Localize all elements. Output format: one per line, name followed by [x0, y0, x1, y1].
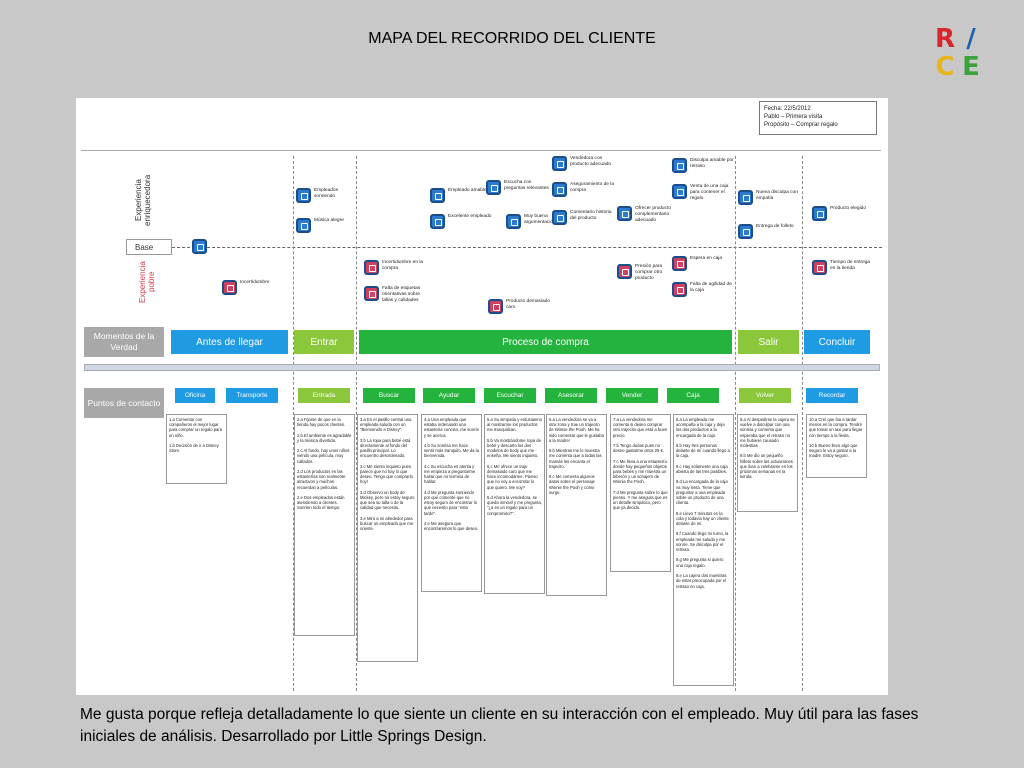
phase-salir: Salir [738, 330, 799, 354]
moment-label: Disculpa amable por retraso [690, 158, 734, 169]
axis-label-rich: Experiencia enriquecedora [134, 174, 152, 226]
moment-label: Incertidumbre [240, 280, 270, 285]
negative-moment-icon [364, 260, 379, 275]
positive-moment-icon [672, 158, 687, 173]
moment-label: Espera en caja [690, 256, 722, 261]
touchpoint-vender: Vender [606, 388, 658, 403]
moment-label: Empleados sonriendo [314, 188, 338, 199]
positive-moment-icon [296, 188, 311, 203]
note-asesorar: 6.a La vendedora se va a otra zona y tra… [546, 414, 607, 596]
moment-label: Presión para comprar otro producto [635, 264, 663, 281]
positive-moment-icon [192, 239, 207, 254]
positive-moment-icon [506, 214, 521, 229]
note-concluir: 10.a Creí que iba a tardar menos en la c… [806, 414, 867, 478]
touchpoint-transporte: Transporte [226, 388, 278, 403]
note-salir: 9.a Al despedirse la cajera se vuelve a … [737, 414, 798, 512]
moment-label: Falta de etiquetas orientativas sobre ta… [382, 286, 421, 303]
moment-label: Incertidumbre en la compra [382, 260, 424, 271]
moment-label: Producto demasiado caro [506, 299, 550, 310]
moment-label: Escucha con preguntas relevantes [504, 180, 549, 191]
touchpoint-caja: Caja [667, 388, 719, 403]
negative-moment-icon [812, 260, 827, 275]
positive-moment-icon [552, 156, 567, 171]
map-header: Fecha: 22/5/2012 Pablo – Primera visita … [759, 101, 877, 135]
row-label-touchpoints: Puntos de contacto [84, 388, 164, 418]
moment-label: Entrega de folleto [756, 224, 794, 229]
moment-label: Venta de una caja para contener el regal… [690, 184, 729, 201]
moment-label: Muy buena argumentación [524, 214, 556, 225]
moment-label: Comentario historia del producto [570, 210, 612, 221]
axis-label-base: Base [126, 239, 172, 255]
section-divider [84, 364, 880, 371]
note-ayudar: 4.a Una empleada que estaba ordenando un… [421, 414, 482, 592]
note-escuchar: 5.a Su simpatía y entusiasmo al mostrarm… [484, 414, 545, 594]
phase-proceso: Proceso de compra [359, 330, 732, 354]
header-persona: Pablo – Primera visita [764, 114, 823, 120]
positive-moment-icon [738, 224, 753, 239]
moment-label: Vendedora con producto adecuado [570, 156, 612, 167]
touchpoint-volver: Volver [739, 388, 791, 403]
phase-separator [802, 156, 803, 691]
moment-label: Tiempo de entrega en la tienda [830, 260, 871, 271]
touchpoint-asesorar: Asesorar [545, 388, 597, 403]
logo-letter: E [962, 52, 980, 82]
logo-letter: / [966, 24, 976, 54]
header-date: Fecha: 22/5/2012 [764, 106, 811, 112]
moment-label: Ofrecer producto complementario adecuado [635, 206, 671, 223]
phase-entrar: Entrar [294, 330, 354, 354]
phase-concluir: Concluir [804, 330, 870, 354]
moment-label: Aseguramiento de la compra [570, 182, 614, 193]
negative-moment-icon [672, 282, 687, 297]
logo-letter: C [935, 52, 955, 82]
positive-moment-icon [552, 182, 567, 197]
positive-moment-icon [672, 184, 687, 199]
negative-moment-icon [222, 280, 237, 295]
note-buscar: 3.a En el pasillo central una empleada s… [357, 414, 418, 662]
journey-map: Fecha: 22/5/2012 Pablo – Primera visita … [76, 98, 888, 695]
positive-moment-icon [552, 210, 567, 225]
touchpoint-oficina: Oficina [175, 388, 215, 403]
phase-separator [293, 156, 294, 691]
positive-moment-icon [430, 214, 445, 229]
moment-label: Nueva disculpa con empatía [756, 190, 798, 201]
moment-label: Música alegre [314, 218, 344, 223]
slide-caption: Me gusta porque refleja detalladamente l… [80, 706, 919, 745]
negative-moment-icon [364, 286, 379, 301]
touchpoint-recordar: Recordar [806, 388, 858, 403]
negative-moment-icon [672, 256, 687, 271]
positive-moment-icon [296, 218, 311, 233]
top-rule [81, 150, 881, 151]
negative-moment-icon [617, 264, 632, 279]
note-caja: 8.a La empleada me acompaña a la caja y … [673, 414, 734, 686]
phase-antes: Antes de llegar [171, 330, 288, 354]
slide-title: MAPA DEL RECORRIDO DEL CLIENTE [368, 30, 656, 47]
header-purpose: Propósito – Comprar regalo [764, 122, 838, 128]
touchpoint-escuchar: Escuchar [484, 388, 536, 403]
touchpoint-buscar: Buscar [363, 388, 415, 403]
moment-label: Falta de agilidad de la caja [690, 282, 732, 293]
positive-moment-icon [486, 180, 501, 195]
phase-separator [735, 156, 736, 691]
moment-label: Empleado amable [448, 188, 487, 193]
moment-label: Producto elegido [830, 206, 867, 211]
base-line [172, 247, 882, 248]
touchpoint-entrada: Entrada [298, 388, 350, 403]
note-antes: 1.a Comentar con compañeros el mejor lug… [166, 414, 227, 484]
positive-moment-icon [430, 188, 445, 203]
positive-moment-icon [617, 206, 632, 221]
positive-moment-icon [738, 190, 753, 205]
negative-moment-icon [488, 299, 503, 314]
logo-letter: R [934, 24, 956, 54]
phase-separator [356, 156, 357, 691]
note-entrar: 2.a Fijarse de que en la tienda hay poco… [294, 414, 355, 636]
touchpoint-ayudar: Ayudar [423, 388, 475, 403]
positive-moment-icon [812, 206, 827, 221]
axis-label-poor: Experiencia pobre [138, 261, 156, 303]
moment-label: Excelente empleado [448, 214, 492, 219]
note-vender: 7.a La vendedora me comenta si deseo com… [610, 414, 671, 572]
row-label-moments: Momentos de la Verdad [84, 327, 164, 357]
